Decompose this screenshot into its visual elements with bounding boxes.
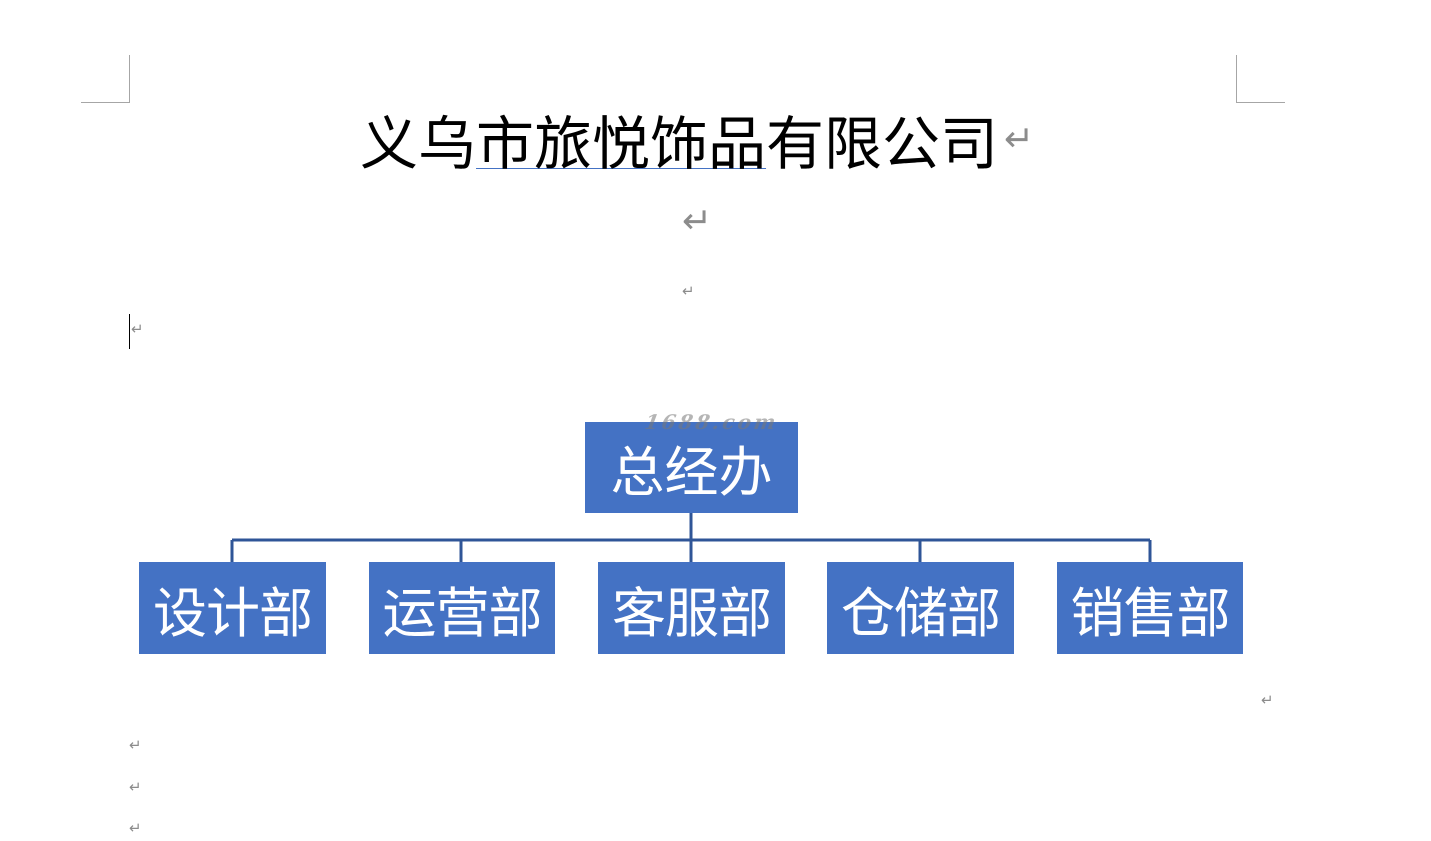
top-left-crop-mark xyxy=(81,55,130,103)
org-node-label: 仓储部 xyxy=(841,581,1001,645)
org-node-department-4[interactable]: 仓储部 xyxy=(827,562,1014,654)
org-node-department-2[interactable]: 运营部 xyxy=(369,562,555,654)
paragraph-mark-icon: ↵ xyxy=(131,320,144,338)
org-node-department-5[interactable]: 销售部 xyxy=(1057,562,1243,654)
paragraph-mark-icon: ↵ xyxy=(1004,119,1035,160)
org-node-label: 总经办 xyxy=(610,441,773,504)
org-node-department-3[interactable]: 客服部 xyxy=(598,562,785,654)
watermark-logo: 1688.com xyxy=(642,410,781,434)
title-text-1: 义乌 xyxy=(360,110,477,178)
document-title[interactable]: 义乌市旅悦饰品有限公司 xyxy=(360,108,1060,180)
title-text-3: 有限公司 xyxy=(766,110,999,178)
title-text-underlined: 市旅悦饰品 xyxy=(476,110,767,178)
paragraph-mark-icon: ↵ xyxy=(129,778,142,796)
paragraph-mark-icon: ↵ xyxy=(129,736,142,754)
org-node-label: 运营部 xyxy=(382,581,543,645)
paragraph-mark-icon: ↵ xyxy=(682,282,695,300)
paragraph-mark-icon: ↵ xyxy=(129,819,142,837)
org-node-general-office[interactable]: 总经办 xyxy=(585,422,798,513)
text-cursor xyxy=(129,314,130,349)
org-node-label: 客服部 xyxy=(612,581,772,645)
org-node-label: 设计部 xyxy=(153,581,313,645)
top-right-crop-mark xyxy=(1236,55,1285,103)
paragraph-mark-icon: ↵ xyxy=(682,201,713,242)
org-node-label: 销售部 xyxy=(1070,581,1231,645)
org-node-department-1[interactable]: 设计部 xyxy=(139,562,326,654)
paragraph-mark-icon: ↵ xyxy=(1261,691,1274,709)
